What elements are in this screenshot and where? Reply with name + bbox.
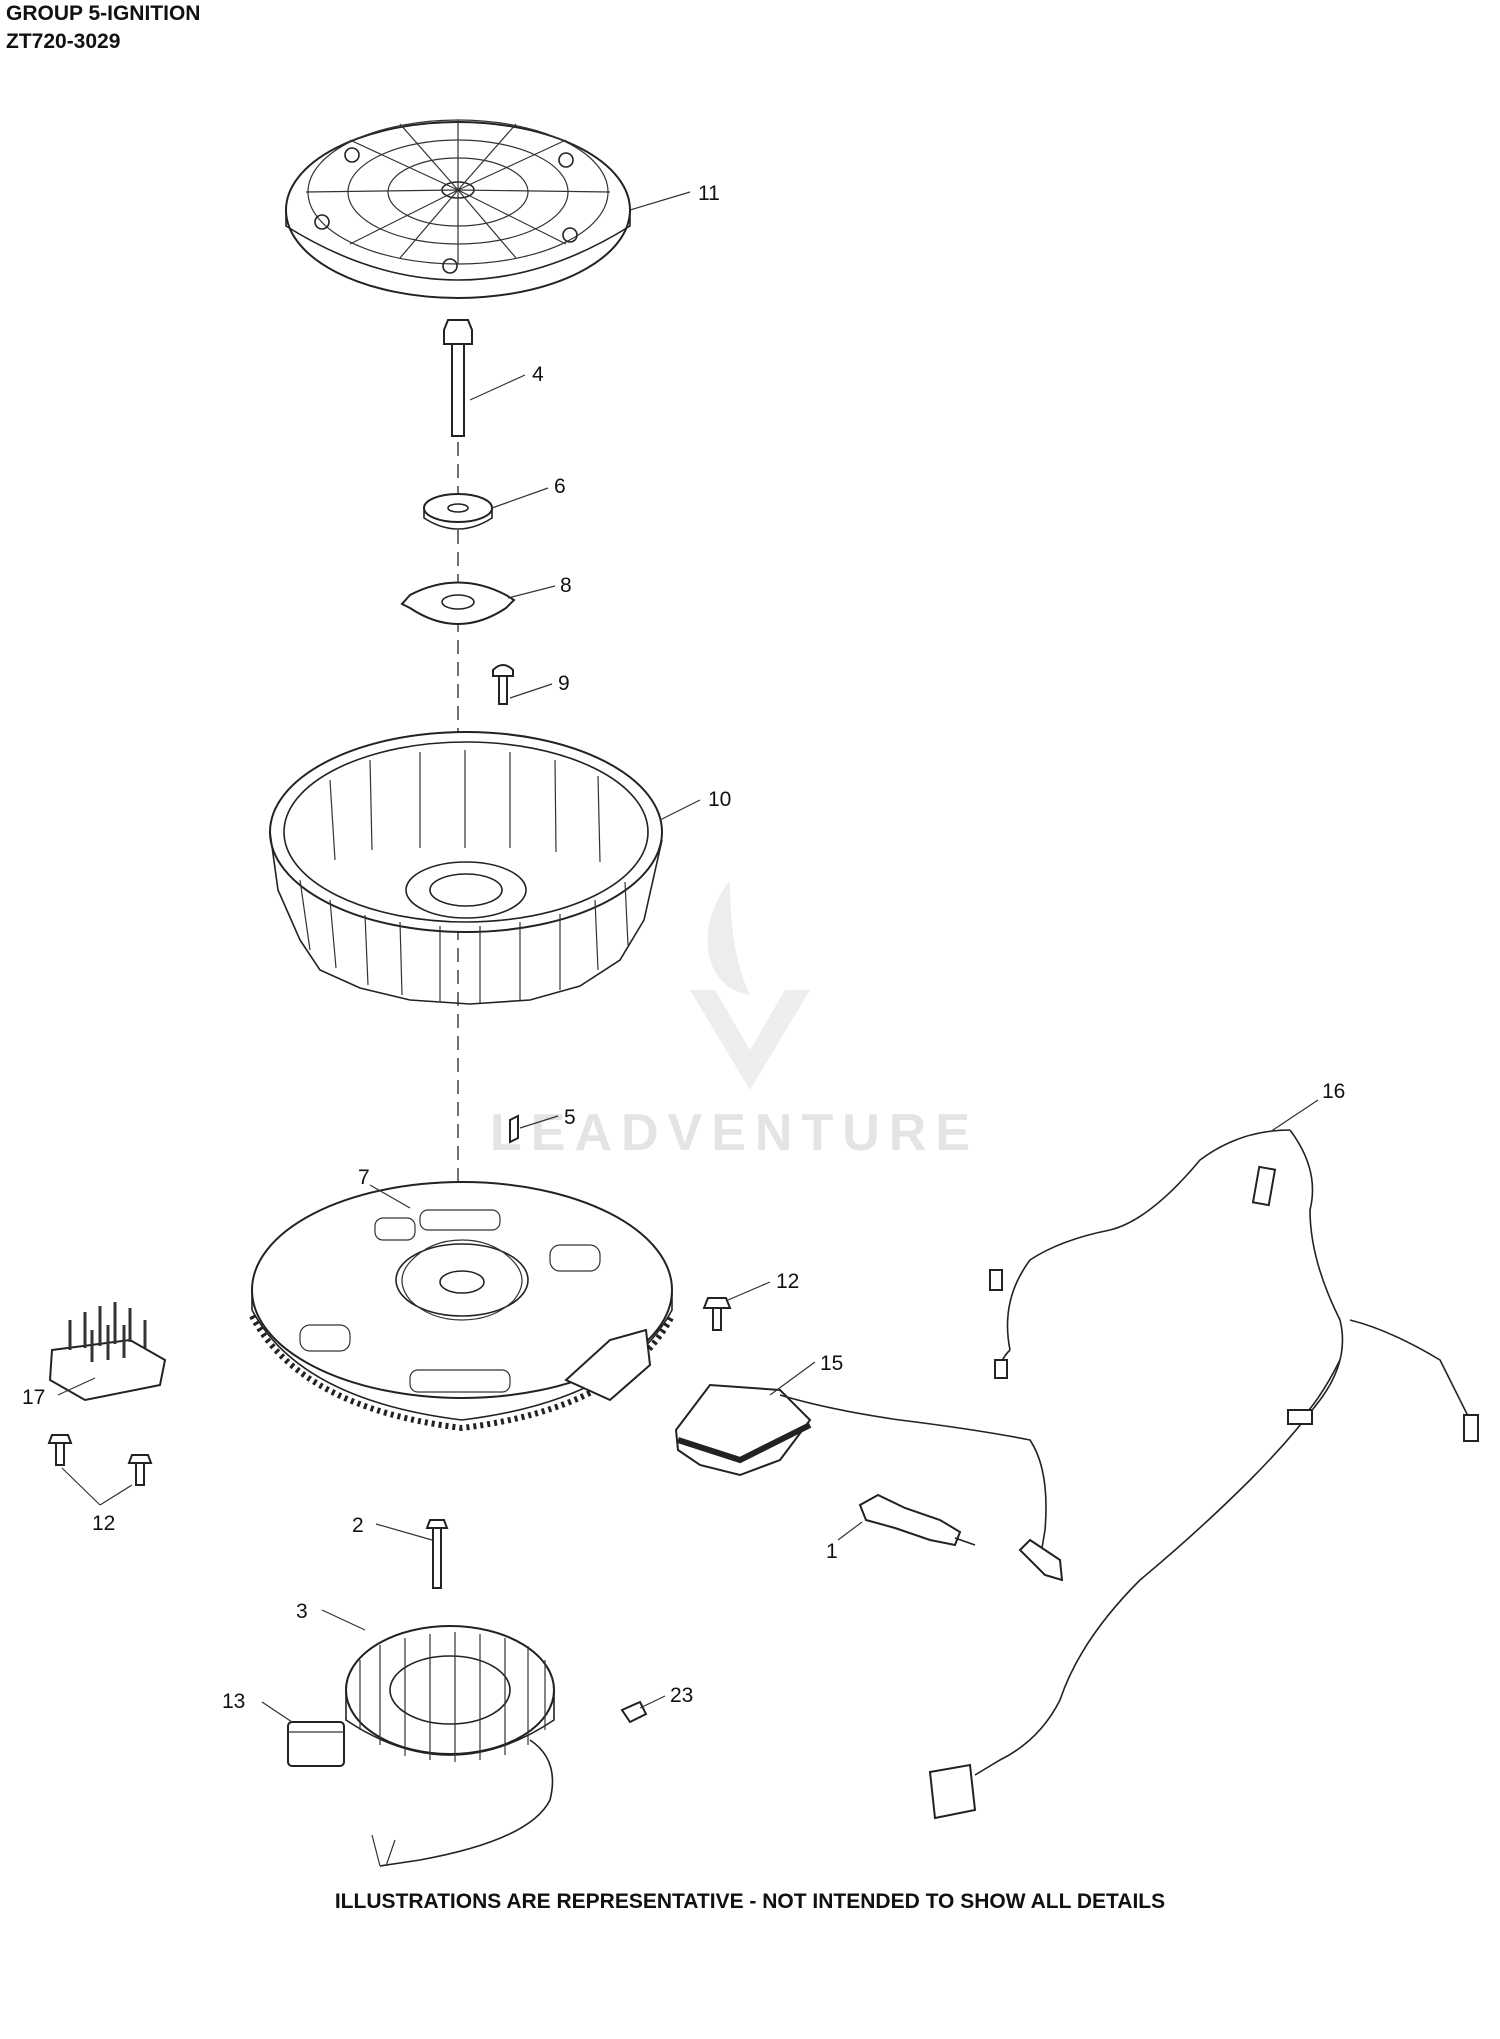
- callout-12-upper: 12: [776, 1270, 799, 1293]
- diagram-group-title: GROUP 5-IGNITION: [6, 2, 201, 25]
- leader-line-10: [659, 799, 701, 821]
- leader-line-5: [519, 1115, 559, 1129]
- leader-line-17: [57, 1377, 96, 1396]
- leader-line-12b-2: [99, 1484, 133, 1506]
- callout-9: 9: [558, 672, 570, 695]
- leader-line-23: [639, 1695, 666, 1709]
- leader-line-15: [769, 1361, 816, 1396]
- callout-16: 16: [1322, 1080, 1345, 1103]
- leader-line-8: [507, 585, 556, 599]
- callout-5: 5: [564, 1106, 576, 1129]
- leader-line-9: [509, 683, 553, 699]
- diagram-model-number: ZT720-3029: [6, 30, 121, 53]
- part-9-screw: [492, 664, 514, 705]
- callout-7: 7: [358, 1166, 370, 1189]
- leader-line-2: [375, 1523, 433, 1541]
- callout-10: 10: [708, 788, 731, 811]
- callout-1: 1: [826, 1540, 838, 1563]
- callout-23: 23: [670, 1684, 693, 1707]
- part-2-stator-screw: [425, 1519, 449, 1589]
- part-23-terminal: [620, 1700, 648, 1724]
- part-11-fan-screen: [285, 119, 631, 299]
- callout-12-lower: 12: [92, 1512, 115, 1535]
- callout-4: 4: [532, 363, 544, 386]
- part-8-retainer-plate: [400, 581, 516, 625]
- part-3-stator: [345, 1625, 555, 1867]
- leader-line-12b-1: [61, 1467, 101, 1506]
- part-16-wiring-harness: [928, 1129, 1479, 1820]
- part-5-flywheel-key: [509, 1114, 519, 1144]
- part-7-flywheel: [249, 1181, 675, 1432]
- part-13-pad: [287, 1721, 345, 1767]
- part-1-spark-plug: [858, 1493, 976, 1547]
- callout-3: 3: [296, 1600, 308, 1623]
- disclaimer-footer: ILLUSTRATIONS ARE REPRESENTATIVE - NOT I…: [334, 1890, 1166, 1913]
- watermark-text: LEADVENTURE: [490, 1104, 979, 1162]
- part-17-rectifier: [48, 1302, 167, 1402]
- part-12-screws-lower: [47, 1434, 153, 1486]
- callout-17: 17: [22, 1386, 45, 1409]
- part-15-ignition-module: [674, 1383, 1064, 1582]
- callout-2: 2: [352, 1514, 364, 1537]
- leader-line-3: [321, 1609, 366, 1631]
- part-12-screw-upper: [702, 1297, 732, 1331]
- part-10-cooling-fan: [269, 731, 663, 1005]
- leader-line-13: [261, 1701, 293, 1723]
- leader-line-11: [629, 191, 691, 211]
- leader-line-4: [469, 374, 526, 401]
- callout-8: 8: [560, 574, 572, 597]
- leader-line-16: [1269, 1099, 1319, 1133]
- callout-6: 6: [554, 475, 566, 498]
- leader-line-6: [491, 487, 549, 509]
- callout-11: 11: [698, 182, 720, 205]
- part-4-flywheel-bolt: [443, 319, 473, 437]
- leader-line-12a: [727, 1281, 771, 1301]
- callout-13: 13: [222, 1690, 245, 1713]
- leader-line-7: [369, 1184, 411, 1209]
- leader-line-1: [837, 1521, 863, 1541]
- part-6-washer: [423, 493, 493, 530]
- callout-15: 15: [820, 1352, 843, 1375]
- watermark-logo: [690, 880, 810, 1090]
